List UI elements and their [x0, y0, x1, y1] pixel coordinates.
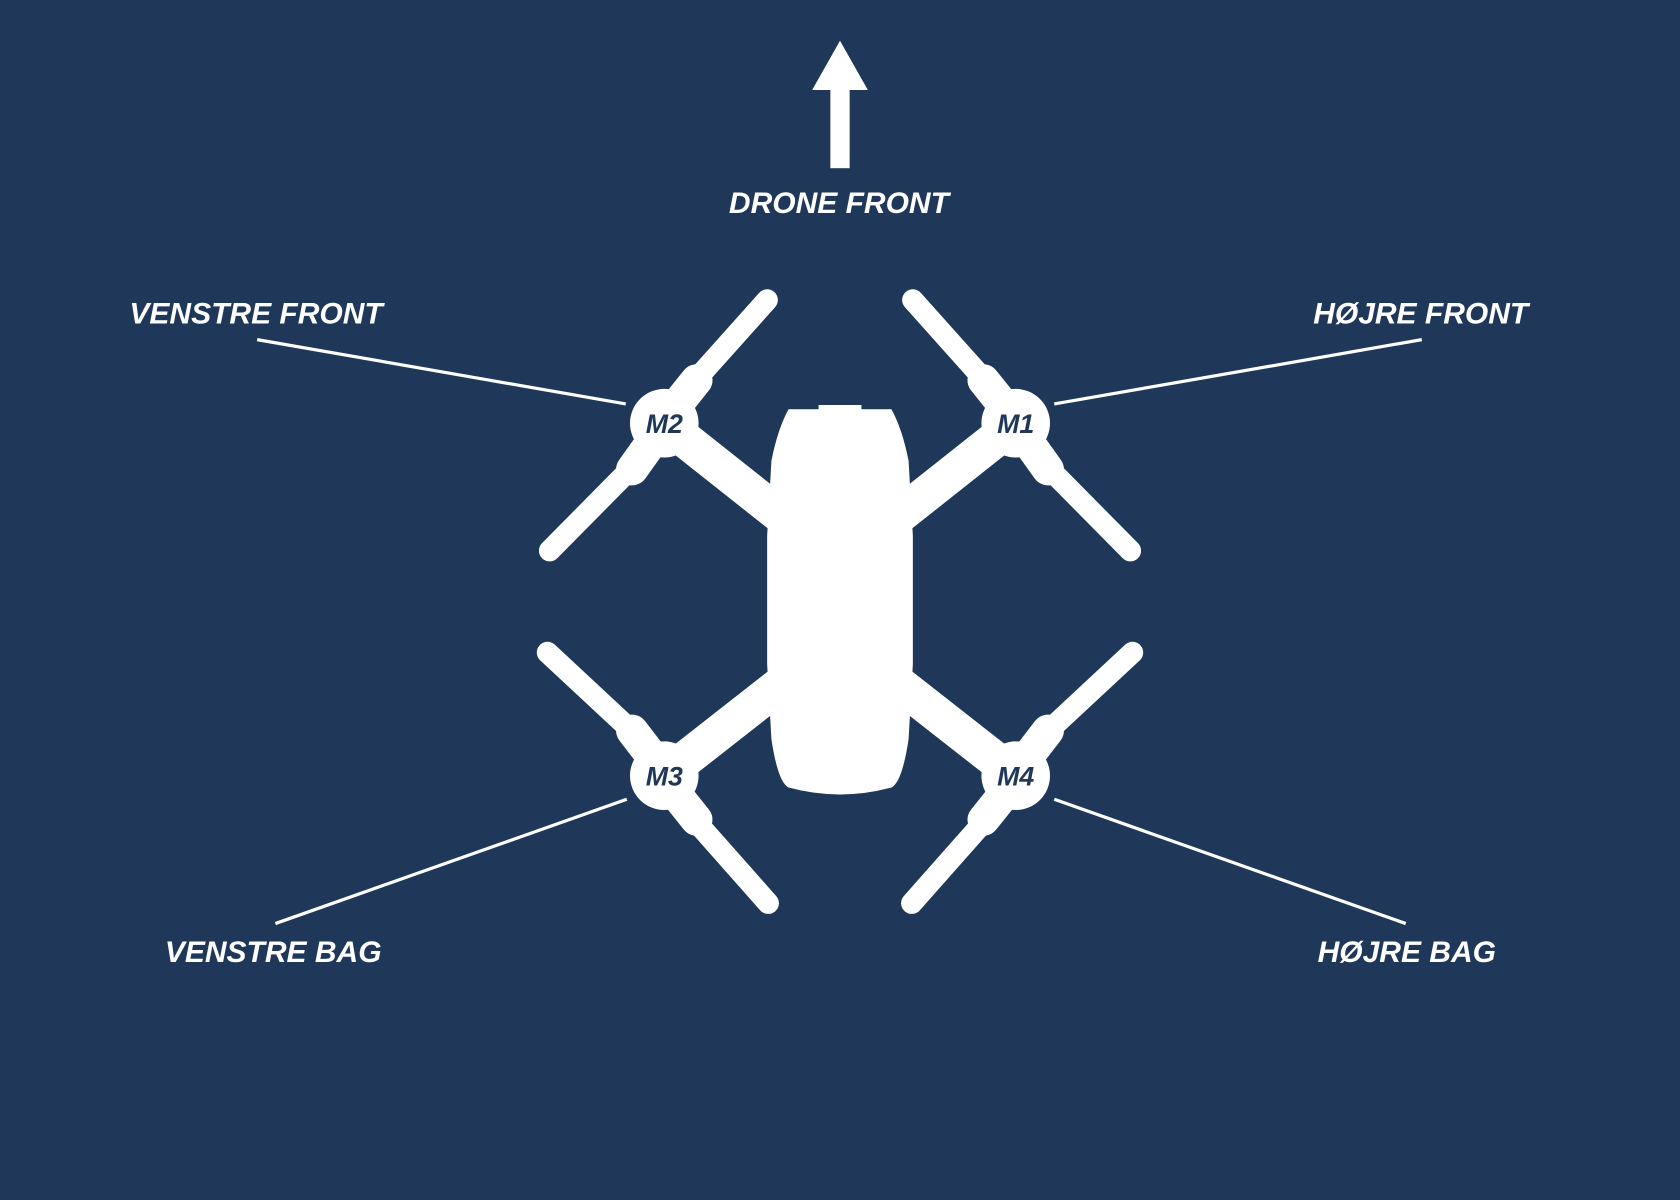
motor-m2	[630, 388, 699, 458]
motor-m4	[981, 741, 1050, 810]
motor-m4-label: M4	[997, 761, 1034, 791]
left-front-label: VENSTRE FRONT	[129, 298, 385, 331]
leader-line-right-front	[1054, 338, 1423, 406]
motor-m2-label: M2	[646, 409, 683, 439]
leader-line-left-rear	[274, 797, 628, 926]
motor-m3	[630, 741, 699, 810]
motor-m3-label: M3	[646, 761, 683, 791]
leader-line-left-front	[256, 338, 626, 406]
left-rear-label: VENSTRE BAG	[165, 936, 382, 969]
right-rear-label: HØJRE BAG	[1318, 936, 1496, 969]
drone-front-label: DRONE FRONT	[729, 187, 952, 220]
leader-line-right-rear	[1053, 797, 1407, 926]
motor-m1	[981, 388, 1050, 458]
drone-silhouette	[536, 289, 1144, 914]
right-front-label: HØJRE FRONT	[1313, 298, 1531, 331]
front-arrow-icon	[812, 40, 868, 169]
motor-m1-label: M1	[997, 409, 1034, 439]
